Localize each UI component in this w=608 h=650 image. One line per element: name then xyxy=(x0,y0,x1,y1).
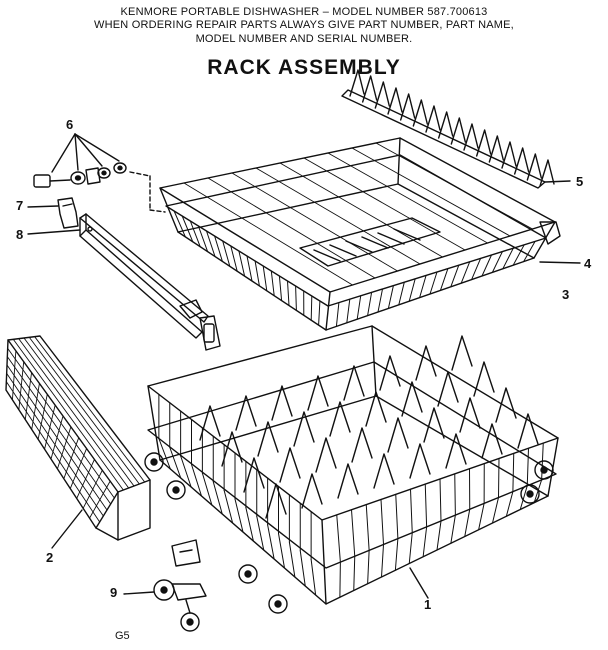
rack-clip-7 xyxy=(27,197,79,229)
callout-7: 7 xyxy=(16,198,24,213)
callout-2: 2 xyxy=(46,550,54,565)
callout-4: 4 xyxy=(584,256,592,271)
callout-8: 8 xyxy=(16,227,24,242)
cup-shelf-4 xyxy=(299,217,581,267)
callout-5: 5 xyxy=(576,174,584,189)
callout-1: 1 xyxy=(424,597,432,612)
tine-row-5 xyxy=(341,69,571,189)
lower-rack-1 xyxy=(144,325,559,614)
upper-rack-3 xyxy=(159,137,561,331)
callout-9: 9 xyxy=(110,585,118,600)
header-model-line: KENMORE PORTABLE DISHWASHER – MODEL NUMB… xyxy=(120,6,488,18)
callout-6: 6 xyxy=(66,117,74,132)
roller-assembly-9 xyxy=(123,539,207,632)
hardware-group-6 xyxy=(33,133,166,213)
page-code: G5 xyxy=(115,630,130,642)
header-serial-line: MODEL NUMBER AND SERIAL NUMBER. xyxy=(195,33,413,45)
silverware-basket-2 xyxy=(5,335,151,549)
header-ordering-line: WHEN ORDERING REPAIR PARTS ALWAYS GIVE P… xyxy=(94,19,514,31)
callout-3: 3 xyxy=(562,287,570,302)
diagram-title: RACK ASSEMBLY xyxy=(207,56,401,79)
slide-rail-8 xyxy=(27,213,221,351)
